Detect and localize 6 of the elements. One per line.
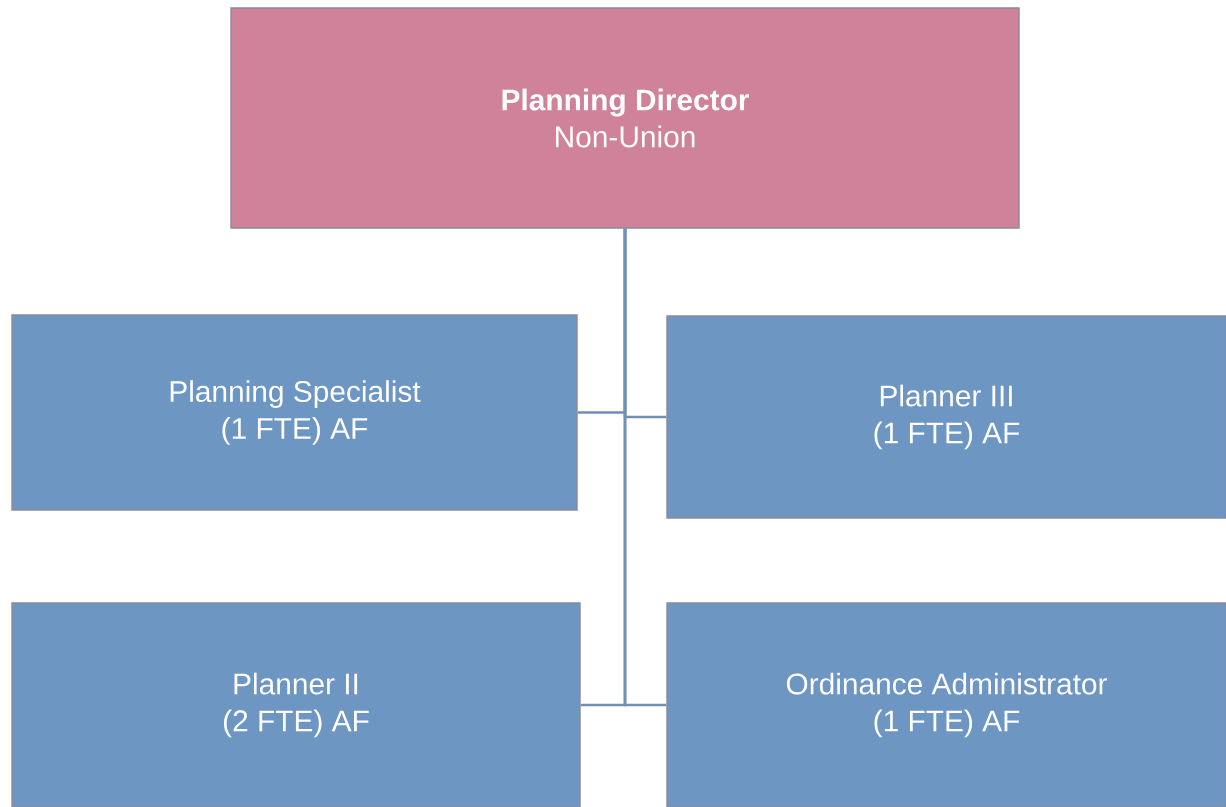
position-box: Planner II (2 FTE) AF: [11, 602, 581, 807]
position-box: Planner III (1 FTE) AF: [666, 315, 1226, 519]
connector-line: [623, 228, 667, 707]
position-box: Planning Specialist (1 FTE) AF: [11, 314, 578, 511]
position-box: Ordinance Administrator (1 FTE) AF: [666, 602, 1226, 807]
position-box: Planning Director Non-Union: [230, 7, 1020, 229]
